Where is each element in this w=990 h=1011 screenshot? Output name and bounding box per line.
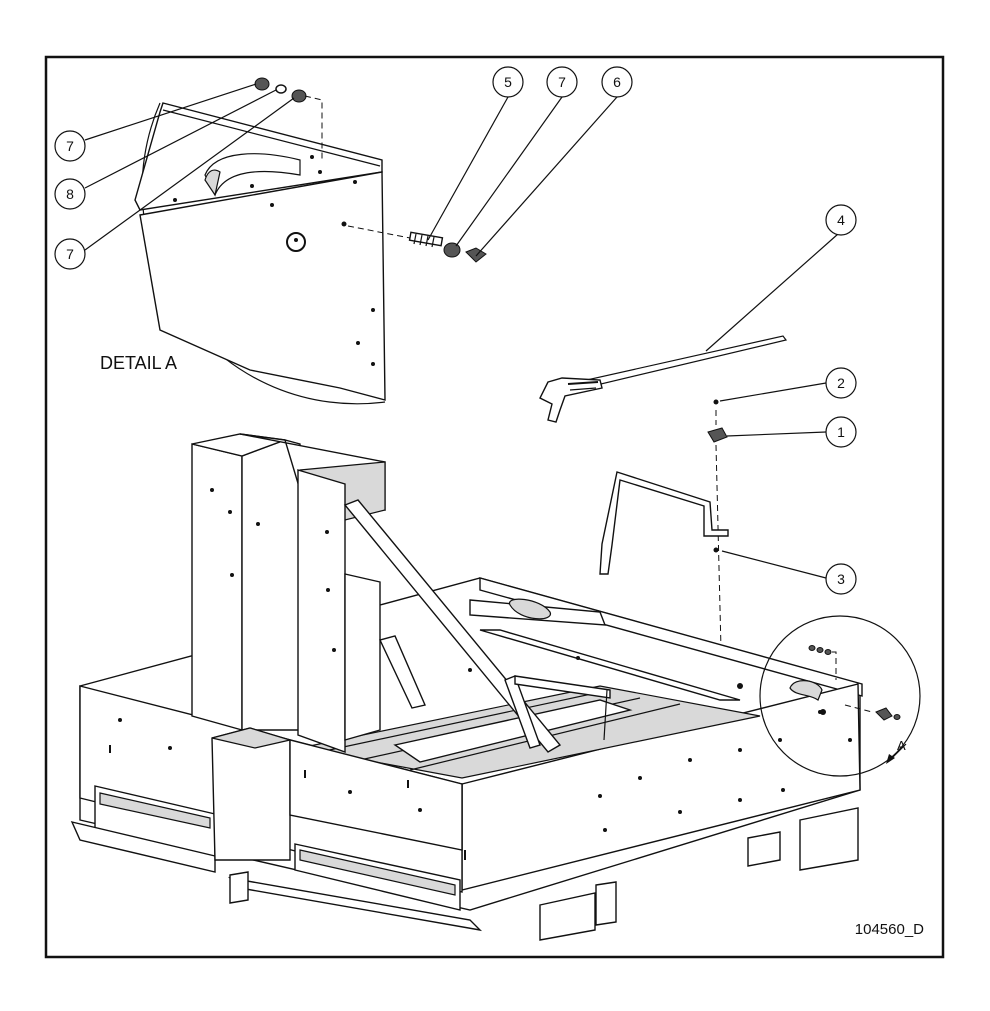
callout-6: 6: [601, 66, 633, 98]
drawing-number: 104560_D: [855, 921, 924, 938]
callout-leaders: [84, 83, 839, 579]
callout-1: 1: [825, 416, 857, 448]
callout-5: 5: [492, 66, 524, 98]
callout-7-top: 7: [546, 66, 578, 98]
wing-nut-part: [465, 247, 487, 263]
main-frame-assembly: [70, 433, 863, 941]
svg-text:4: 4: [837, 212, 845, 228]
callout-4: 4: [825, 204, 857, 236]
callout-3: 3: [825, 563, 857, 595]
knob-part: [707, 427, 728, 443]
detail-a-side-panel: [139, 171, 386, 401]
detail-a-opening: [204, 153, 301, 197]
nut-part: [443, 242, 461, 258]
frame-diagonal-brace: [343, 499, 562, 753]
svg-text:7: 7: [558, 74, 566, 90]
detail-a-nut-hardware: [254, 77, 307, 103]
callout-8: 8: [54, 178, 86, 210]
svg-text:7: 7: [66, 138, 74, 154]
svg-text:3: 3: [837, 571, 845, 587]
detail-a-view: [134, 77, 411, 405]
svg-text:5: 5: [504, 74, 512, 90]
stud-assembly: [408, 231, 487, 263]
detail-a-reference: A: [759, 615, 921, 777]
svg-text:6: 6: [613, 74, 621, 90]
frame-left-column: [191, 443, 243, 731]
drawing-border: [44, 55, 945, 959]
pin-part: [713, 399, 719, 405]
svg-text:8: 8: [66, 186, 74, 202]
callout-7-left-top: 7: [54, 130, 86, 162]
detail-a-marker: A: [897, 738, 906, 753]
svg-text:7: 7: [66, 246, 74, 262]
prop-bracket-part: [599, 471, 729, 575]
detail-label: DETAIL A: [100, 353, 177, 373]
callout-2: 2: [825, 367, 857, 399]
callout-7-left-bottom: 7: [54, 238, 86, 270]
support-rod-part: [539, 335, 788, 423]
stud-part: [408, 231, 444, 248]
detail-a-reference-circle: [759, 615, 921, 777]
svg-text:1: 1: [837, 424, 845, 440]
svg-text:2: 2: [837, 375, 845, 391]
